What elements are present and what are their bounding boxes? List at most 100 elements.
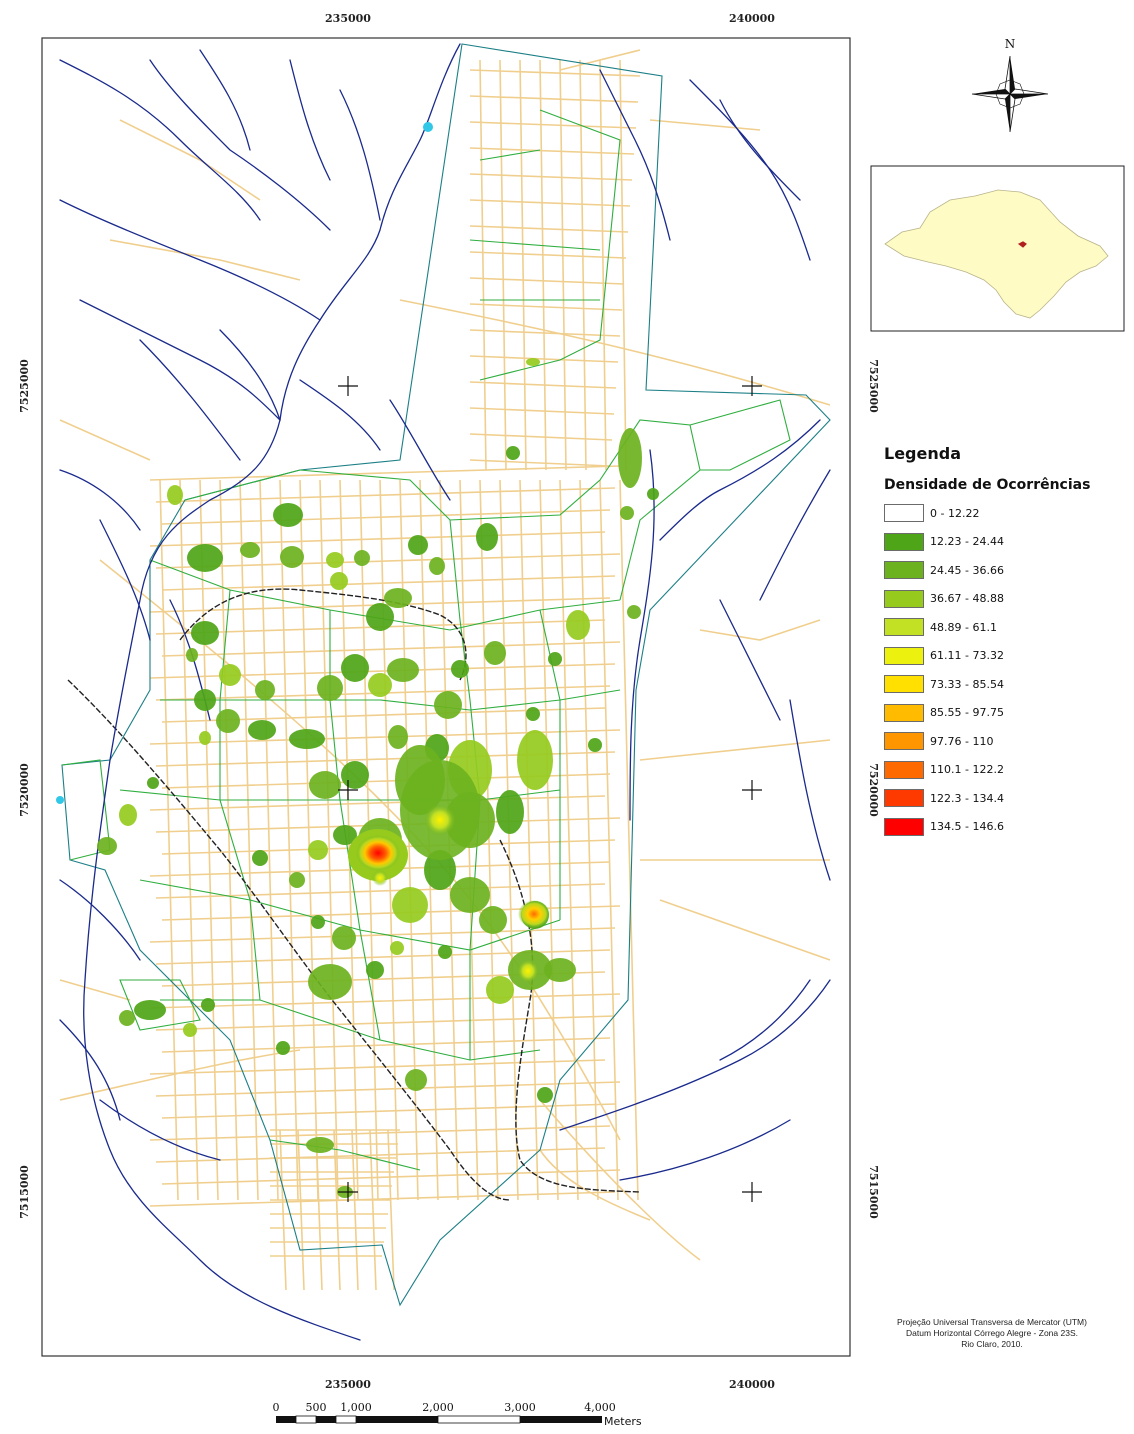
legend-swatch <box>884 646 924 665</box>
density-blob <box>429 557 445 575</box>
legend-class-label: 122.3 - 134.4 <box>930 791 1004 805</box>
legend-class: 36.67 - 48.88 <box>884 585 1132 614</box>
legend-class-label: 24.45 - 36.66 <box>930 563 1004 577</box>
road <box>59 239 301 1001</box>
density-blob <box>450 877 490 913</box>
density-blob <box>317 675 343 701</box>
road <box>469 381 617 389</box>
road <box>479 479 499 1201</box>
legend-class: 97.76 - 110 <box>884 727 1132 756</box>
inset-state-shape <box>884 189 1109 319</box>
legend-class-label: 110.1 - 122.2 <box>930 763 1004 777</box>
density-blob <box>248 720 276 740</box>
scale-label: 1,000 <box>340 1401 372 1414</box>
road <box>149 795 606 811</box>
road <box>299 479 319 1201</box>
density-blob <box>186 648 198 662</box>
road <box>149 1125 611 1141</box>
road <box>351 1129 359 1291</box>
density-blob <box>366 603 394 631</box>
density-blob <box>311 915 325 929</box>
road <box>559 479 579 1201</box>
density-blob <box>526 358 540 366</box>
density-blob <box>255 680 275 700</box>
density-blob <box>216 709 240 733</box>
road <box>259 479 279 1201</box>
density-blob <box>273 503 303 527</box>
density-blob <box>424 850 456 890</box>
stream <box>299 379 381 451</box>
road <box>399 299 831 406</box>
road <box>469 121 637 129</box>
density-hotspot <box>518 900 550 928</box>
density-blob <box>390 941 404 955</box>
road <box>469 303 623 311</box>
legend-swatch <box>884 675 924 694</box>
stream <box>99 519 151 641</box>
road <box>155 487 616 503</box>
road <box>149 465 621 481</box>
road <box>149 927 616 943</box>
density-blob <box>308 840 328 860</box>
density-blob <box>486 976 514 1004</box>
density-blob <box>588 738 602 752</box>
left-y-label: 7520000 <box>18 763 31 817</box>
density-blob <box>566 610 590 640</box>
legend-swatch <box>884 732 924 751</box>
density-blob <box>372 870 388 886</box>
road <box>579 479 599 1201</box>
road <box>469 173 633 181</box>
stream <box>59 1019 121 1121</box>
road <box>161 1103 616 1119</box>
road <box>161 1037 611 1053</box>
density-blob <box>408 535 428 555</box>
legend-subtitle: Densidade de Ocorrências <box>884 477 1091 493</box>
density-blob <box>451 660 469 678</box>
legend-class-label: 12.23 - 24.44 <box>930 535 1004 549</box>
stream <box>139 339 241 461</box>
stream <box>759 469 831 601</box>
density-blob <box>388 725 408 749</box>
road <box>639 739 831 961</box>
right-y-label: 7515000 <box>867 1165 880 1219</box>
urban-perimeter <box>61 43 831 1307</box>
road <box>469 329 621 337</box>
density-blob <box>392 887 428 923</box>
density-blob <box>333 825 357 845</box>
stream <box>79 299 281 421</box>
density-blob <box>289 872 305 888</box>
map-credits: Projeção Universal Transversa de Mercato… <box>852 1317 1132 1350</box>
density-blob <box>548 652 562 666</box>
density-blob <box>332 926 356 950</box>
road <box>469 433 613 441</box>
legend-swatch <box>884 817 924 836</box>
density-blob <box>134 1000 166 1020</box>
legend-swatch <box>884 760 924 779</box>
stream <box>789 699 831 881</box>
north-label: N <box>1005 37 1016 51</box>
road <box>59 1049 301 1101</box>
lake <box>423 122 433 132</box>
road <box>539 1099 701 1261</box>
stream <box>219 329 281 421</box>
stream <box>339 89 381 221</box>
density-blob <box>341 654 369 682</box>
legend-swatch <box>884 532 924 551</box>
rivers-layer <box>59 43 831 1341</box>
density-blob <box>191 621 219 645</box>
district-boundaries <box>61 109 791 1171</box>
density-blob <box>289 729 325 749</box>
density-blob <box>517 730 553 790</box>
density-blob <box>384 588 412 608</box>
right-y-label: 7525000 <box>867 359 880 413</box>
legend-class: 12.23 - 24.44 <box>884 528 1132 557</box>
road <box>149 1059 606 1075</box>
road <box>149 531 606 547</box>
legend-class: 61.11 - 73.32 <box>884 642 1132 671</box>
legend-class-label: 36.67 - 48.88 <box>930 592 1004 606</box>
legend-class-label: 61.11 - 73.32 <box>930 649 1004 663</box>
density-blob <box>387 658 419 682</box>
legend-swatch <box>884 504 924 523</box>
scale-unit: Meters <box>604 1415 642 1428</box>
road <box>297 1129 305 1291</box>
